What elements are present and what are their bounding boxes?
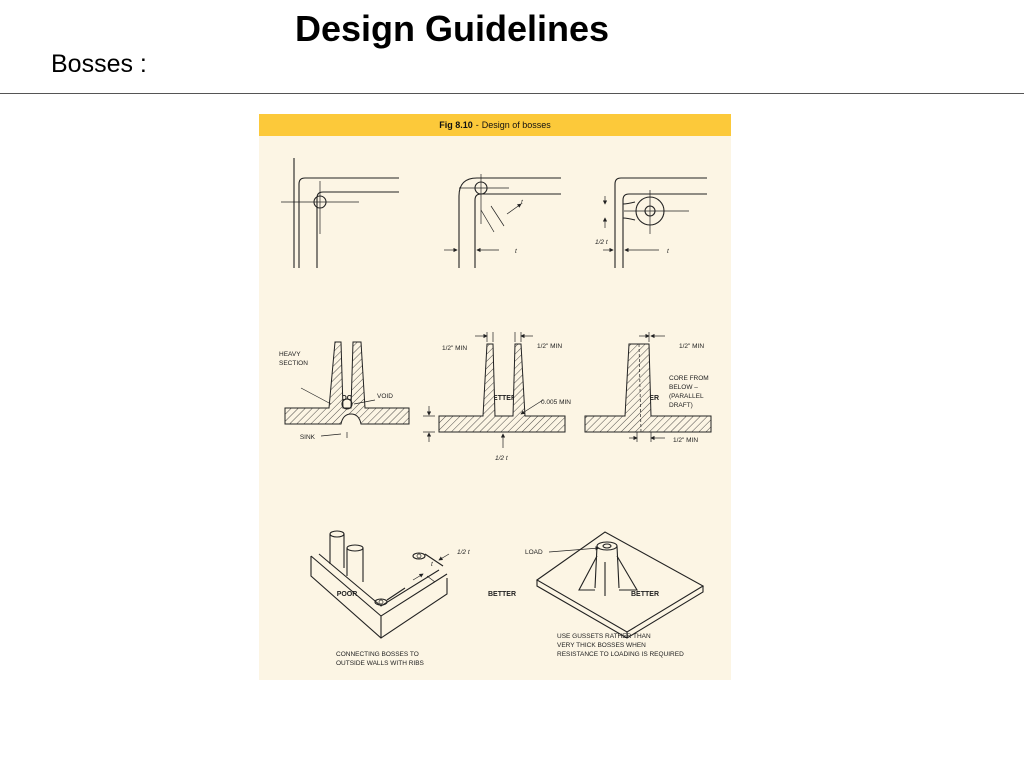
row2-sink-label: SINK [300,434,316,441]
row2-heavy-label-1: HEAVY [279,351,301,358]
row2-heavy-label-2: SECTION [279,360,308,367]
figure-number: Fig 8.10 [439,120,473,130]
row3-right-caption-2: VERY THICK BOSSES WHEN [557,642,646,649]
row2-better-drawing [423,332,566,448]
row2-better-drawing-2 [584,332,712,442]
row2-half-min-right: 1/2" MIN [537,343,562,350]
row2-panel6-half-min-bottom: 1/2" MIN [673,437,698,444]
row1-panel2-t-bottom: t [515,248,518,255]
row1-caption-better-1: BETTER [488,395,516,402]
title-divider [0,93,1024,94]
section-subtitle: Bosses : [51,50,147,78]
row3-left-caption-2: OUTSIDE WALLS WITH RIBS [336,660,425,667]
row2-caption-poor: POOR [337,591,358,598]
row1-panel3-t: t [667,248,670,255]
row3-t: t [431,561,434,568]
row2-poor-drawing [284,341,410,438]
row2-core-label-1: CORE FROM [669,375,709,382]
row2-core-label-3: (PARALLEL [669,393,704,400]
row3-half-t: 1/2 t [457,549,471,556]
row2-caption-better-2: BETTER [631,591,659,598]
row3-left-caption-1: CONNECTING BOSSES TO [336,651,419,658]
row3-load-label: LOAD [525,549,543,556]
bosses-technical-drawing: POOR t t BETTER [279,158,712,667]
row3-right-caption-3: RESISTANCE TO LOADING IS REQUIRED [557,651,684,658]
row1-better-drawing: t t [444,174,561,268]
figure-caption: Design of bosses [481,120,551,130]
row2-caption-better-1: BETTER [488,591,516,598]
row2-core-label-2: BELOW – [669,384,698,391]
row2-0005-min: 0.005 MIN [541,399,571,406]
row2-void-label: VOID [377,393,393,400]
row1-better-drawing-2: 1/2 t t [595,177,707,268]
row3-connecting-bosses-drawing [310,530,450,639]
row3-gusset-plate-drawing [535,531,705,639]
figure-label-separator: - [475,120,479,130]
figure-header: Fig 8.10 - Design of bosses [259,114,731,136]
row2-panel6-half-min-top: 1/2" MIN [679,343,704,350]
row2-half-t: 1/2 t [495,455,509,462]
design-of-bosses-figure: Fig 8.10 - Design of bosses POOR [259,114,731,680]
row2-core-label-4: DRAFT) [669,402,693,409]
row1-poor-drawing [281,158,399,268]
row3-right-caption-1: USE GUSSETS RATHER THAN [557,633,651,640]
row1-panel3-half-t: 1/2 t [595,239,609,246]
row2-half-min-left: 1/2" MIN [442,345,467,352]
page-title: Design Guidelines [294,8,610,49]
row1-panel2-t-top: t [521,199,524,206]
